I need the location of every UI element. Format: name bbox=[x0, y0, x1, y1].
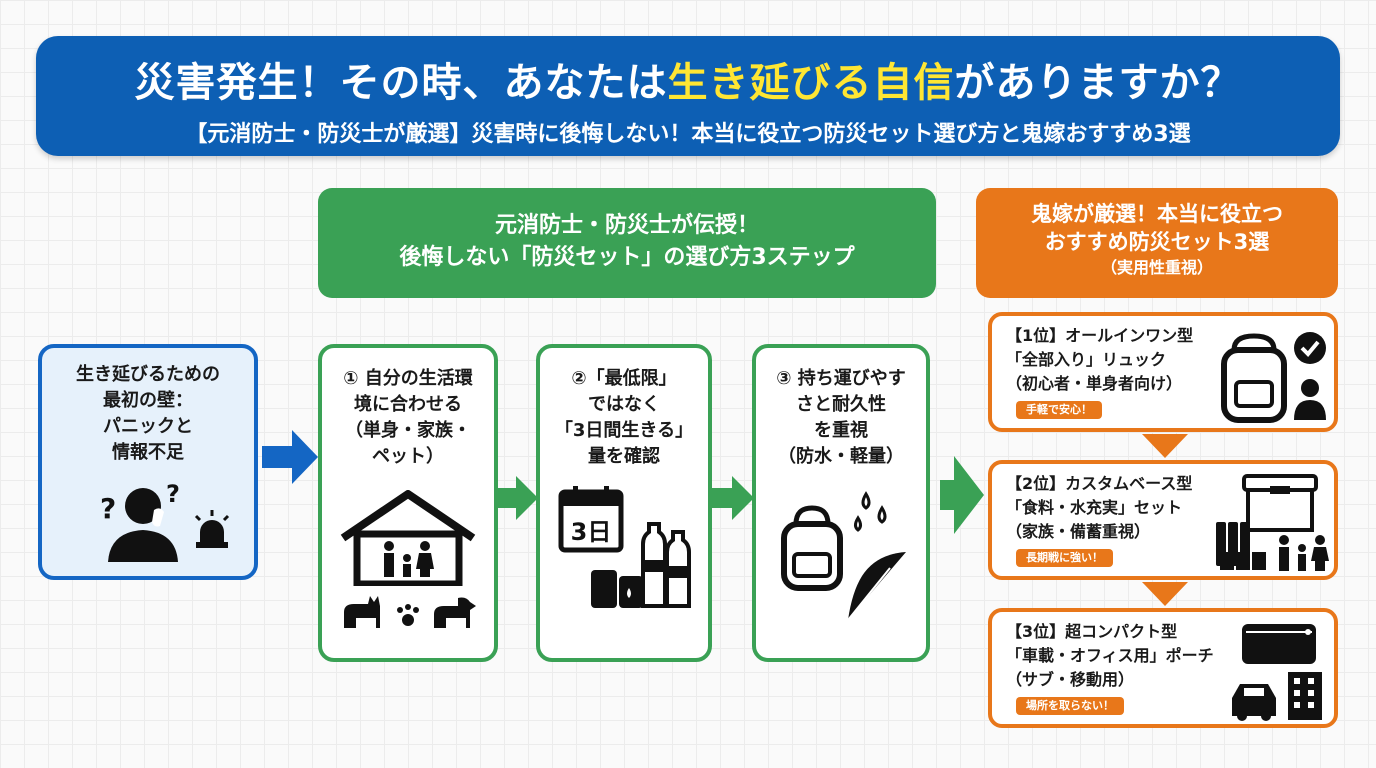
rec-tag: 長期戦に強い！ bbox=[1016, 549, 1113, 567]
arrow-right-icon bbox=[712, 476, 754, 520]
water-bottle-icon bbox=[641, 522, 691, 608]
canned-food-icon bbox=[591, 570, 643, 608]
step-text: 「3日間生きる」 bbox=[554, 420, 694, 441]
recommend-banner-line1: 鬼嫁が厳選！本当に役立つ bbox=[1031, 202, 1283, 226]
car-icon bbox=[1232, 684, 1276, 721]
step-card-2: ②「最低限」 ではなく 「3日間生きる」 量を確認 3日 bbox=[536, 344, 712, 662]
problem-line: 生き延びるための bbox=[76, 364, 220, 385]
problem-line: パニックと bbox=[103, 416, 193, 437]
check-icon bbox=[1294, 332, 1326, 364]
step-card-1: ① 自分の生活環 境に合わせる （単身・家族・ ペット） bbox=[318, 344, 498, 662]
rec-text: 「全部入り」リュック bbox=[1006, 350, 1167, 369]
svg-text:?: ? bbox=[166, 480, 180, 508]
backpack-check-icon bbox=[1221, 332, 1326, 423]
page-subtitle: 【元消防士・防災士が厳選】災害時に後悔しない！本当に役立つ防災セット選び方と鬼嫁… bbox=[185, 122, 1191, 147]
rec-text: 「食料・水充実」セット bbox=[1006, 498, 1183, 517]
arrow-right-icon bbox=[496, 476, 538, 520]
step-card-3: ③ 持ち運びやす さと耐久性 を重視 （防水・軽量） bbox=[752, 344, 930, 662]
rec-text: 「車載・オフィス用」ポーチ bbox=[1006, 646, 1214, 665]
step-text: ① 自分の生活環 bbox=[343, 368, 473, 389]
arrow-down-icon bbox=[1142, 434, 1188, 458]
backpack-icon bbox=[1221, 333, 1287, 423]
calendar-food-icon: 3日 bbox=[558, 486, 691, 608]
rec-text: （家族・備蓄重視） bbox=[1006, 522, 1151, 541]
rec-text: （サブ・移動用） bbox=[1006, 670, 1135, 689]
recommend-banner-line2: おすすめ防災セット3選 bbox=[1044, 230, 1270, 254]
arrow-right-icon bbox=[262, 430, 318, 484]
rec-tag: 手軽で安心！ bbox=[1016, 401, 1102, 419]
canned-food-icon bbox=[1220, 552, 1266, 570]
pouch-icon bbox=[1242, 624, 1316, 664]
pouch-car-icon bbox=[1232, 624, 1322, 721]
person-icon bbox=[1294, 379, 1326, 420]
problem-line: 最初の壁： bbox=[103, 390, 193, 411]
rec-text: 【3位】超コンパクト型 bbox=[1006, 622, 1178, 641]
step-text: さと耐久性 bbox=[796, 394, 886, 415]
step-text: ペット） bbox=[372, 446, 444, 467]
step-text: ではなく bbox=[588, 394, 660, 415]
pets-icon bbox=[344, 596, 476, 628]
backpack-feather-icon bbox=[781, 491, 906, 621]
steps-banner-line1: 元消防士・防災士が伝授！ bbox=[494, 213, 759, 238]
step-text: ②「最低限」 bbox=[571, 368, 677, 389]
recommend-banner-note: （実用性重視） bbox=[1100, 258, 1213, 277]
house-family-icon bbox=[340, 490, 476, 586]
header-banner: 災害発生！その時、あなたは生き延びる自信がありますか？ 【元消防士・防災士が厳選… bbox=[36, 36, 1340, 156]
water-drop-icon bbox=[854, 491, 887, 532]
calendar-label: 3日 bbox=[571, 518, 612, 546]
steps-banner: 元消防士・防災士が伝授！ 後悔しない「防災セット」の選び方3ステップ bbox=[318, 188, 936, 298]
svg-text:?: ? bbox=[100, 492, 116, 525]
problem-box: 生き延びるための 最初の壁： パニックと 情報不足 ? ? bbox=[38, 344, 258, 580]
siren-icon bbox=[194, 510, 230, 548]
backpack-icon bbox=[781, 505, 843, 591]
recommendation-card-2: 【2位】カスタムベース型 「食料・水充実」セット （家族・備蓄重視） 長期戦に強… bbox=[988, 460, 1338, 580]
supplies-family-icon bbox=[1216, 474, 1329, 571]
arrow-right-icon bbox=[940, 456, 984, 534]
arrow-down-icon bbox=[1142, 582, 1188, 606]
panic-person-icon: ? ? bbox=[100, 480, 230, 562]
recommendation-card-3: 【3位】超コンパクト型 「車載・オフィス用」ポーチ （サブ・移動用） 場所を取ら… bbox=[988, 608, 1338, 728]
calendar-icon: 3日 bbox=[558, 486, 624, 553]
recommend-banner: 鬼嫁が厳選！本当に役立つ おすすめ防災セット3選 （実用性重視） bbox=[976, 188, 1338, 298]
rec-tag: 場所を取らない！ bbox=[1016, 697, 1124, 715]
office-building-icon bbox=[1288, 672, 1322, 720]
step-text: （防水・軽量） bbox=[778, 446, 904, 467]
step-text: ③ 持ち運びやす bbox=[776, 368, 906, 389]
step-text: （単身・家族・ bbox=[345, 420, 471, 441]
storage-box-icon bbox=[1242, 474, 1318, 532]
steps-banner-line2: 後悔しない「防災セット」の選び方3ステップ bbox=[399, 245, 855, 270]
rec-text: 【1位】オールインワン型 bbox=[1006, 326, 1194, 345]
step-text: 量を確認 bbox=[588, 446, 660, 467]
step-text: を重視 bbox=[814, 420, 868, 441]
cat-icon bbox=[344, 596, 380, 628]
page-title: 災害発生！その時、あなたは生き延びる自信がありますか？ bbox=[134, 60, 1242, 106]
paw-icon bbox=[397, 604, 419, 626]
recommendation-card-1: 【1位】オールインワン型 「全部入り」リュック （初心者・単身者向け） 手軽で安… bbox=[988, 312, 1338, 432]
feather-icon bbox=[847, 552, 906, 621]
title-highlight: 生き延びる自信 bbox=[667, 60, 955, 106]
problem-line: 情報不足 bbox=[112, 442, 184, 463]
step-text: 境に合わせる bbox=[354, 394, 462, 415]
dog-icon bbox=[434, 597, 476, 628]
family-icon bbox=[1279, 535, 1329, 571]
rec-text: 【2位】カスタムベース型 bbox=[1006, 474, 1193, 493]
rec-text: （初心者・単身者向け） bbox=[1006, 374, 1183, 393]
